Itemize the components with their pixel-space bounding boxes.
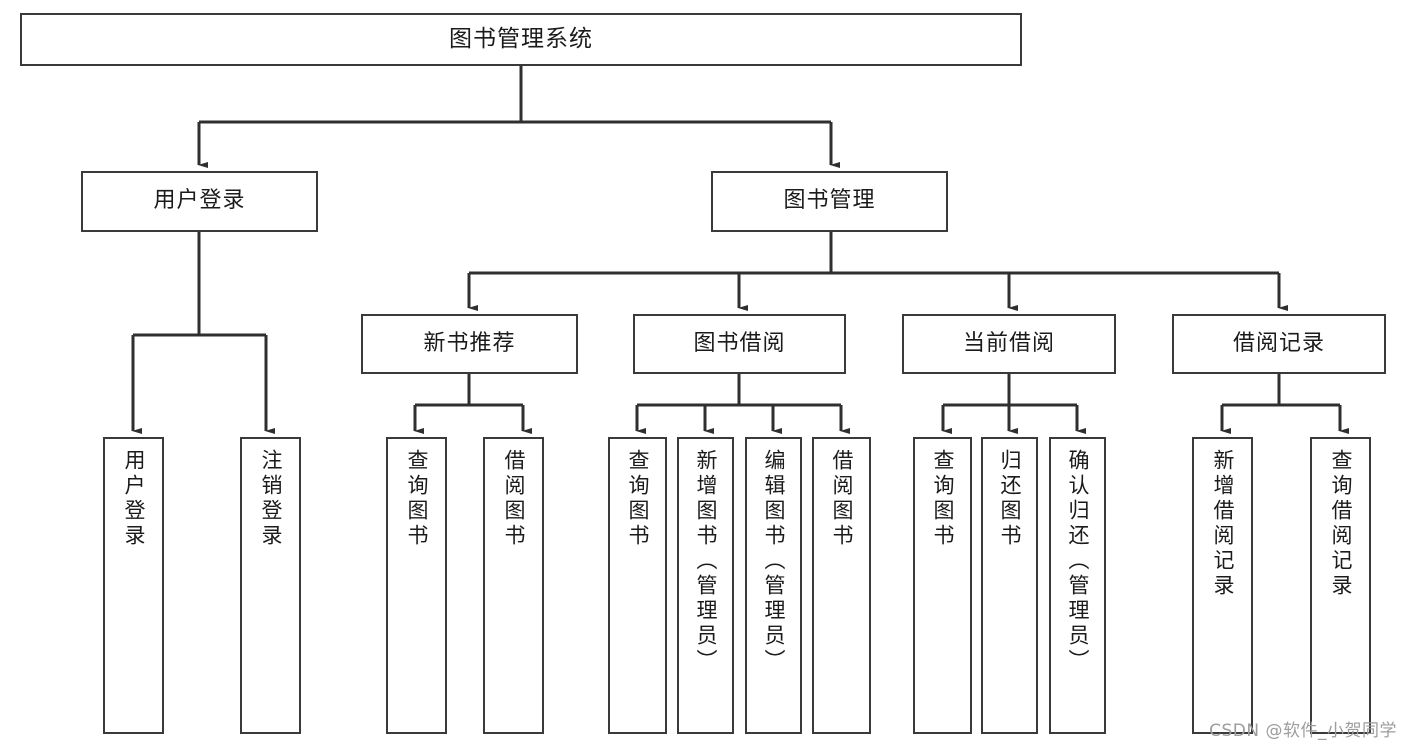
leaf-user-login[interactable]: 用户登录	[103, 437, 164, 734]
node-label: 查询借阅记录	[1329, 449, 1353, 599]
leaf-query-book-borrow[interactable]: 查询图书	[608, 437, 667, 734]
leaf-logout[interactable]: 注销登录	[240, 437, 301, 734]
node-borrow-records[interactable]: 借阅记录	[1172, 314, 1386, 374]
node-label: 新增借阅记录	[1211, 449, 1235, 599]
leaf-query-borrow-record[interactable]: 查询借阅记录	[1310, 437, 1371, 734]
node-label: 图书管理系统	[449, 25, 593, 52]
leaf-borrow-book[interactable]: 借阅图书	[812, 437, 871, 734]
leaf-query-book-current[interactable]: 查询图书	[913, 437, 972, 734]
node-label: 借阅记录	[1232, 330, 1325, 356]
node-label: 借阅图书	[830, 449, 854, 549]
node-label: 用户登录	[122, 449, 146, 549]
node-label: 归还图书	[998, 449, 1022, 549]
node-label: 新增图书（管理员）	[694, 449, 718, 674]
node-label: 编辑图书（管理员）	[762, 449, 786, 674]
node-current-borrow[interactable]: 当前借阅	[902, 314, 1116, 374]
node-user-login[interactable]: 用户登录	[81, 171, 318, 232]
node-label: 借阅图书	[502, 449, 526, 549]
leaf-query-book-recommend[interactable]: 查询图书	[386, 437, 447, 734]
node-label: 查询图书	[626, 449, 650, 549]
node-root[interactable]: 图书管理系统	[20, 13, 1022, 66]
node-label: 确认归还（管理员）	[1066, 449, 1090, 674]
csdn-watermark: CSDN @软件_小贺同学	[1209, 721, 1397, 741]
leaf-confirm-return-admin[interactable]: 确认归还（管理员）	[1049, 437, 1106, 734]
node-book-management[interactable]: 图书管理	[711, 171, 948, 232]
node-book-borrow[interactable]: 图书借阅	[633, 314, 846, 374]
node-new-book-recommend[interactable]: 新书推荐	[361, 314, 578, 374]
leaf-add-book-admin[interactable]: 新增图书（管理员）	[677, 437, 734, 734]
node-label: 注销登录	[259, 449, 283, 549]
node-label: 图书借阅	[693, 330, 786, 356]
leaf-borrow-book-recommend[interactable]: 借阅图书	[483, 437, 544, 734]
node-label: 用户登录	[153, 188, 246, 214]
leaf-add-borrow-record[interactable]: 新增借阅记录	[1192, 437, 1253, 734]
node-label: 新书推荐	[423, 330, 516, 356]
node-label: 图书管理	[783, 188, 876, 214]
leaf-edit-book-admin[interactable]: 编辑图书（管理员）	[745, 437, 802, 734]
node-label: 查询图书	[405, 449, 429, 549]
leaf-return-book[interactable]: 归还图书	[981, 437, 1038, 734]
node-label: 查询图书	[931, 449, 955, 549]
node-label: 当前借阅	[962, 330, 1055, 356]
